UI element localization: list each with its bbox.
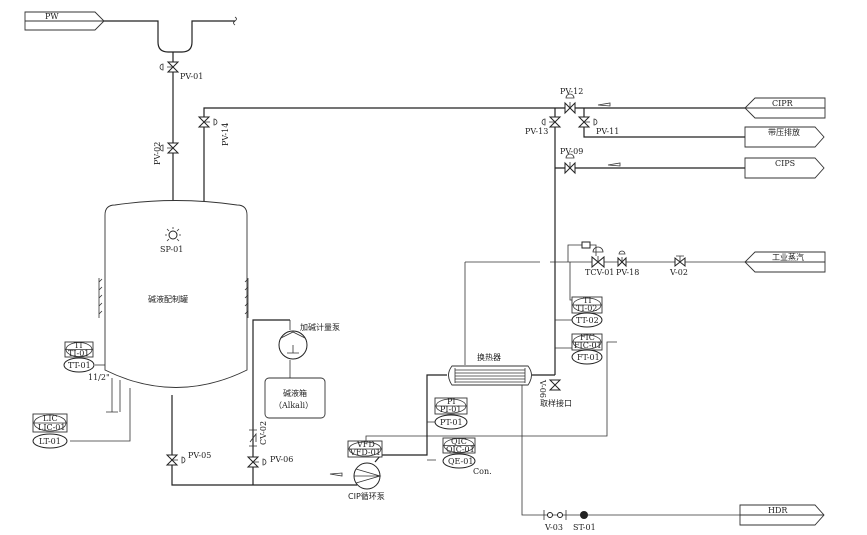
pi-01-id: PI-01	[440, 405, 461, 414]
stream-pressure-vent-label: 带压排放	[768, 127, 800, 137]
check-valve-cv-02[interactable]: CV-02	[249, 421, 268, 447]
fic-01-tag: FIC	[580, 333, 595, 342]
valve-pv-01[interactable]: PV-01	[159, 61, 203, 81]
valve-pv-02[interactable]: PV-02	[153, 142, 180, 165]
pi-01-tag: PI	[447, 397, 456, 406]
pv-13-label: PV-13	[525, 127, 548, 136]
vfd-01-tag: VFD	[356, 440, 375, 449]
valve-pv-11[interactable]: PV-11	[577, 116, 619, 136]
pv-06-label: PV-06	[270, 455, 293, 464]
cip-pump-label: CIP循环泵	[348, 491, 385, 501]
nozzle-size-label: 11/2"	[88, 373, 110, 382]
valve-v-03[interactable]: V-03	[543, 510, 567, 532]
pv-02-label: PV-02	[153, 142, 162, 165]
instrument-lic-01[interactable]: LIC LIC-01 LT-01	[32, 413, 68, 449]
dosing-pump[interactable]: 加碱计量泵	[278, 322, 340, 360]
v-06-label: V-06	[538, 379, 547, 398]
valve-pv-18[interactable]: PV-18	[616, 250, 639, 277]
instrument-ti-01[interactable]: TI TI-01 TT-01 11/2"	[63, 341, 110, 382]
tcv-01-label: TCV-01	[585, 268, 614, 277]
stream-hdr-label: HDR	[768, 506, 788, 515]
stream-pressure-vent[interactable]: 带压排放	[744, 126, 825, 148]
stream-pw[interactable]: PW	[24, 11, 105, 31]
lic-01-tag: LIC	[43, 414, 58, 423]
v-03-label: V-03	[544, 523, 563, 532]
valve-tcv-01[interactable]: TCV-01	[581, 241, 614, 277]
valve-pv-05[interactable]: PV-05	[165, 451, 211, 466]
stream-pw-label: PW	[45, 12, 59, 21]
valve-v-06[interactable]: V-06 取样接口	[538, 379, 572, 408]
cv-02-label: CV-02	[259, 421, 268, 445]
valve-pv-14[interactable]: PV-14	[197, 116, 230, 146]
pv-09-label: PV-09	[560, 147, 583, 156]
stream-steam[interactable]: 工业蒸汽	[744, 251, 826, 273]
valve-pv-13[interactable]: PV-13	[525, 116, 562, 136]
valve-v-02[interactable]: V-02	[669, 255, 688, 277]
vfd-01-id: VFD-01	[349, 448, 381, 457]
st-01-label: ST-01	[573, 523, 596, 532]
valve-pv-06[interactable]: PV-06	[246, 455, 293, 468]
pv-18-label: PV-18	[616, 268, 639, 277]
spray-ball-icon: SP-01	[160, 227, 183, 254]
ti-01-tag: TI	[74, 341, 83, 350]
instrument-vfd-01[interactable]: VFD VFD-01	[347, 440, 383, 458]
pt-01-label: PT-01	[440, 418, 463, 427]
pv-14-label: PV-14	[221, 123, 230, 146]
pv-05-label: PV-05	[188, 451, 211, 460]
sample-port-label: 取样接口	[540, 398, 572, 408]
dosing-pump-label: 加碱计量泵	[300, 322, 340, 332]
valve-pv-09[interactable]: PV-09	[560, 147, 583, 175]
alkali-tank-sublabel: （Alkali）	[274, 401, 313, 410]
pv-12-label: PV-12	[560, 87, 583, 96]
tt-01-label: TT-01	[68, 361, 91, 370]
ti-02-id: TI-02	[576, 304, 597, 313]
valve-pv-12[interactable]: PV-12	[560, 87, 583, 115]
instrument-qic-01[interactable]: QIC QIC-01 QE-01 Con.	[442, 437, 492, 476]
alkali-tank[interactable]: 碱液箱 （Alkali）	[264, 377, 326, 419]
alkali-mixing-tank[interactable]: 碱液配制罐	[98, 200, 249, 388]
pv-01-label: PV-01	[180, 72, 203, 81]
qe-01-label: QE-01	[448, 457, 473, 466]
pv-11-label: PV-11	[596, 127, 619, 136]
stream-cips-label: CIPS	[775, 159, 795, 168]
conductivity-label: Con.	[473, 467, 492, 476]
alkali-tank-label: 碱液箱	[283, 388, 307, 398]
stream-hdr[interactable]: HDR	[739, 504, 825, 526]
heat-exchanger[interactable]: 换热器	[448, 352, 532, 386]
stream-steam-label: 工业蒸汽	[772, 252, 804, 262]
qic-01-id: QIC-01	[446, 445, 475, 454]
fic-01-id: FIC-01	[574, 341, 602, 350]
ti-01-id: TI-01	[68, 349, 89, 358]
lic-01-id: LIC-01	[38, 423, 65, 432]
heat-exchanger-label: 换热器	[477, 352, 501, 362]
lt-01-label: LT-01	[39, 437, 61, 446]
tank-label: 碱液配制罐	[148, 294, 188, 304]
ft-01-label: FT-01	[577, 353, 600, 362]
instrument-pi-01[interactable]: PI PI-01 PT-01	[434, 397, 468, 430]
stream-cipr-label: CIPR	[772, 99, 794, 108]
tt-02-label: TT-02	[576, 316, 599, 325]
ti-02-tag: TI	[583, 296, 592, 305]
instrument-fic-01[interactable]: FIC FIC-01 FT-01	[571, 333, 603, 365]
steam-trap-st-01[interactable]: ST-01	[573, 511, 596, 532]
stream-cips[interactable]: CIPS	[744, 157, 825, 179]
qic-01-tag: QIC	[451, 437, 467, 446]
instrument-ti-02[interactable]: TI TI-02 TT-02	[571, 296, 603, 328]
stream-cipr[interactable]: CIPR	[744, 97, 826, 119]
cip-circulation-pump[interactable]: CIP循环泵	[348, 462, 385, 501]
v-02-label: V-02	[669, 268, 688, 277]
spray-ball-label: SP-01	[160, 245, 183, 254]
